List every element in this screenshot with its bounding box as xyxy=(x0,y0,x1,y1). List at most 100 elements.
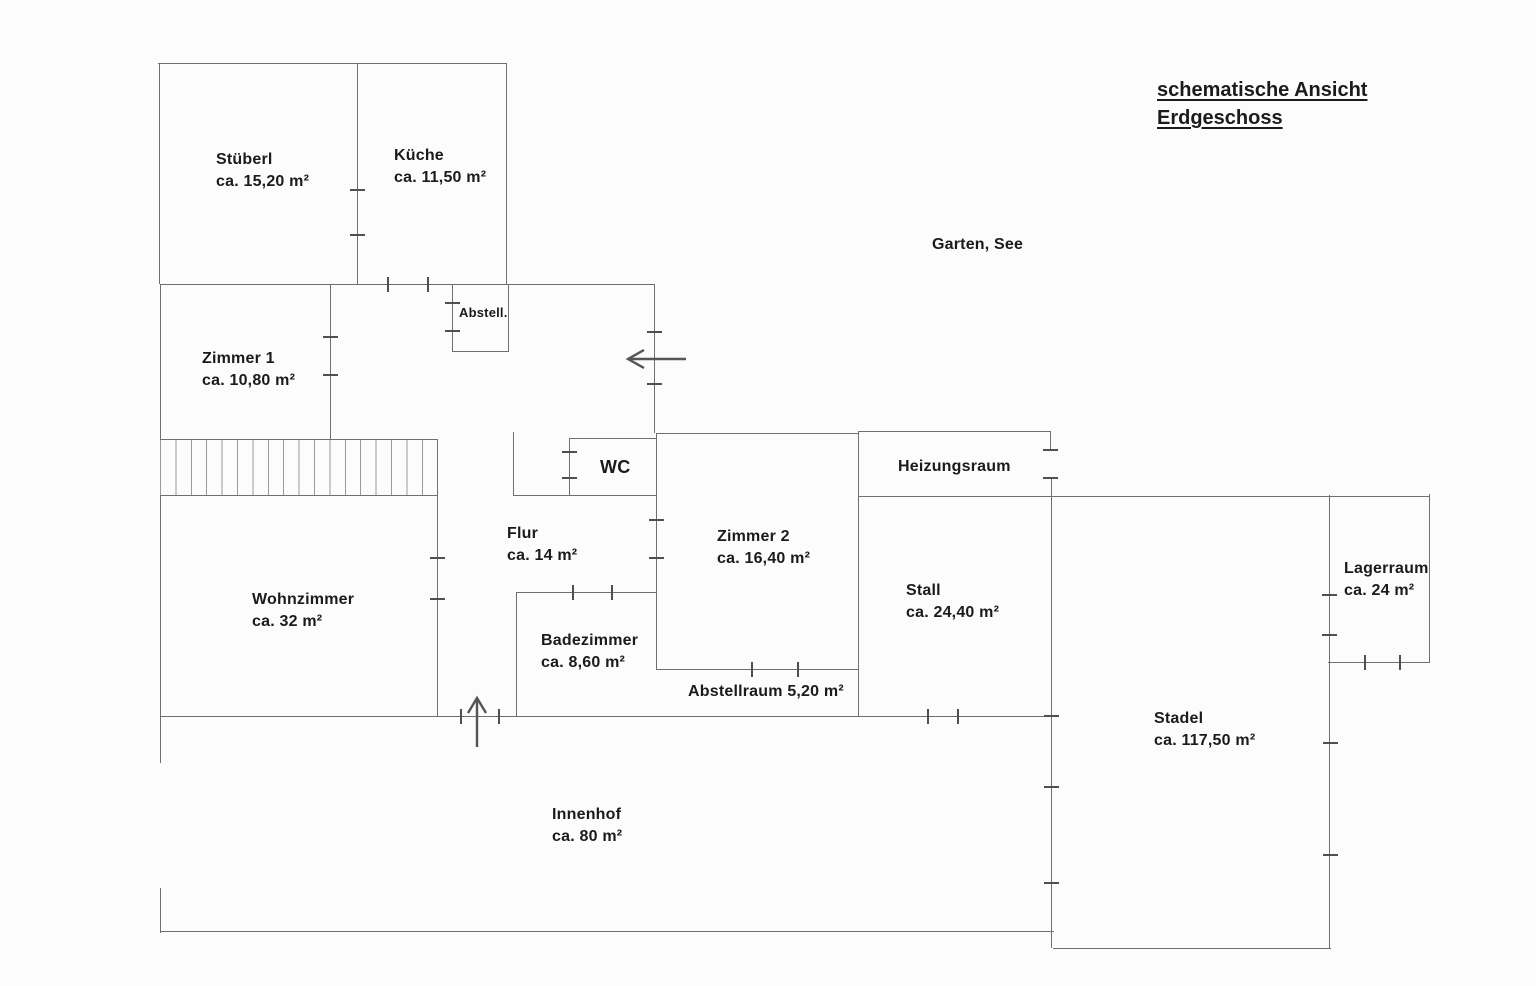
wall-segment xyxy=(516,592,517,717)
door-tick xyxy=(445,302,460,304)
door-tick xyxy=(445,330,460,332)
door-tick xyxy=(1043,477,1058,479)
wall-segment xyxy=(858,431,1051,432)
room-label-heizungsraum: Heizungsraum xyxy=(898,456,1011,478)
door-tick xyxy=(797,662,799,677)
door-tick xyxy=(927,709,929,724)
room-area: ca. 15,20 m² xyxy=(216,173,310,190)
door-tick xyxy=(350,234,365,236)
wall-segment xyxy=(858,496,1430,497)
room-label-stadel: Stadel ca. 117,50 m² xyxy=(1154,708,1255,752)
room-area: ca. 11,50 m² xyxy=(394,169,487,186)
wall-segment xyxy=(1053,948,1331,949)
wall-segment xyxy=(437,439,438,717)
room-label-stueberl: Stüberl ca. 15,20 m² xyxy=(216,149,309,193)
room-area: ca. 117,50 m² xyxy=(1154,732,1256,749)
wall-segment xyxy=(160,716,1051,717)
door-tick xyxy=(387,277,389,292)
room-label-wohnzimmer: Wohnzimmer ca. 32 m² xyxy=(252,589,354,633)
wall-segment xyxy=(508,284,509,351)
wall-segment xyxy=(1329,495,1330,948)
room-area: ca. 14 m² xyxy=(507,547,578,564)
door-tick xyxy=(1364,655,1366,670)
room-name: Flur xyxy=(507,525,539,542)
room-area: ca. 8,60 m² xyxy=(541,654,626,671)
door-tick xyxy=(430,557,445,559)
room-label-abstell: Abstell. xyxy=(459,305,508,321)
door-tick xyxy=(647,331,662,333)
wall-segment xyxy=(357,63,358,284)
door-tick xyxy=(611,585,613,600)
room-name: Zimmer 2 xyxy=(717,528,790,545)
room-area: ca. 24,40 m² xyxy=(906,604,1000,621)
room-name: WC xyxy=(600,457,631,477)
door-tick xyxy=(323,336,338,338)
title-line-1: schematische Ansicht xyxy=(1157,79,1368,101)
room-label-wc: WC xyxy=(600,456,630,478)
room-name: Zimmer 1 xyxy=(202,350,275,367)
room-name: Wohnzimmer xyxy=(252,591,355,608)
wall-segment xyxy=(656,669,859,670)
door-tick xyxy=(1043,449,1058,451)
room-name: Küche xyxy=(394,147,444,164)
door-tick xyxy=(1044,882,1059,884)
door-tick xyxy=(1322,594,1337,596)
door-tick xyxy=(647,383,662,385)
wall-segment xyxy=(159,63,160,284)
room-label-abstellraum: Abstellraum 5,20 m² xyxy=(688,681,844,703)
room-name: Stüberl xyxy=(216,151,273,168)
courtyard-entrance-arrow-icon xyxy=(466,695,488,747)
door-tick xyxy=(1044,786,1059,788)
room-name: Abstellraum 5,20 m² xyxy=(688,683,844,700)
door-tick xyxy=(562,451,577,453)
wall-segment xyxy=(158,63,507,64)
room-label-badezimmer: Badezimmer ca. 8,60 m² xyxy=(541,630,638,674)
room-name: Stadel xyxy=(1154,710,1204,727)
room-label-innenhof: Innenhof ca. 80 m² xyxy=(552,804,622,848)
room-name: Heizungsraum xyxy=(898,458,1011,475)
wall-segment xyxy=(656,433,859,434)
wall-segment xyxy=(160,888,161,933)
wall-segment xyxy=(513,432,514,495)
room-name: Badezimmer xyxy=(541,632,639,649)
room-name: Stall xyxy=(906,582,941,599)
wall-segment xyxy=(513,495,657,496)
outside-label-garten: Garten, See xyxy=(932,234,1023,256)
room-label-lagerraum: Lagerraum ca. 24 m² xyxy=(1344,558,1429,602)
door-tick xyxy=(957,709,959,724)
door-tick xyxy=(350,189,365,191)
room-label-kueche: Küche ca. 11,50 m² xyxy=(394,145,486,189)
wall-segment xyxy=(160,284,655,285)
wall-segment xyxy=(160,284,161,763)
room-label-flur: Flur ca. 14 m² xyxy=(507,523,577,567)
wall-segment xyxy=(1328,662,1430,663)
room-label-zimmer2: Zimmer 2 ca. 16,40 m² xyxy=(717,526,810,570)
room-area: ca. 80 m² xyxy=(552,828,623,845)
door-tick xyxy=(649,519,664,521)
wall-segment xyxy=(452,284,453,351)
wall-segment xyxy=(1429,494,1430,662)
wall-segment xyxy=(656,433,657,669)
wall-segment xyxy=(506,63,507,284)
wall-segment xyxy=(858,431,859,716)
room-name: Abstell. xyxy=(459,305,508,320)
door-tick xyxy=(1323,854,1338,856)
room-label-stall: Stall ca. 24,40 m² xyxy=(906,580,999,624)
door-tick xyxy=(427,277,429,292)
door-tick xyxy=(562,477,577,479)
stairs-hatch xyxy=(160,439,437,496)
door-tick xyxy=(1322,634,1337,636)
room-area: ca. 10,80 m² xyxy=(202,372,296,389)
door-tick xyxy=(1399,655,1401,670)
door-tick xyxy=(498,709,500,724)
page-title: schematische Ansicht Erdgeschoss xyxy=(1157,76,1367,132)
wall-segment xyxy=(330,284,331,439)
wall-segment xyxy=(452,351,509,352)
room-label-zimmer1: Zimmer 1 ca. 10,80 m² xyxy=(202,348,295,392)
wall-segment xyxy=(160,931,1054,932)
room-area: ca. 24 m² xyxy=(1344,582,1415,599)
area-name: Garten, See xyxy=(932,236,1024,253)
door-tick xyxy=(323,374,338,376)
door-tick xyxy=(1323,742,1338,744)
